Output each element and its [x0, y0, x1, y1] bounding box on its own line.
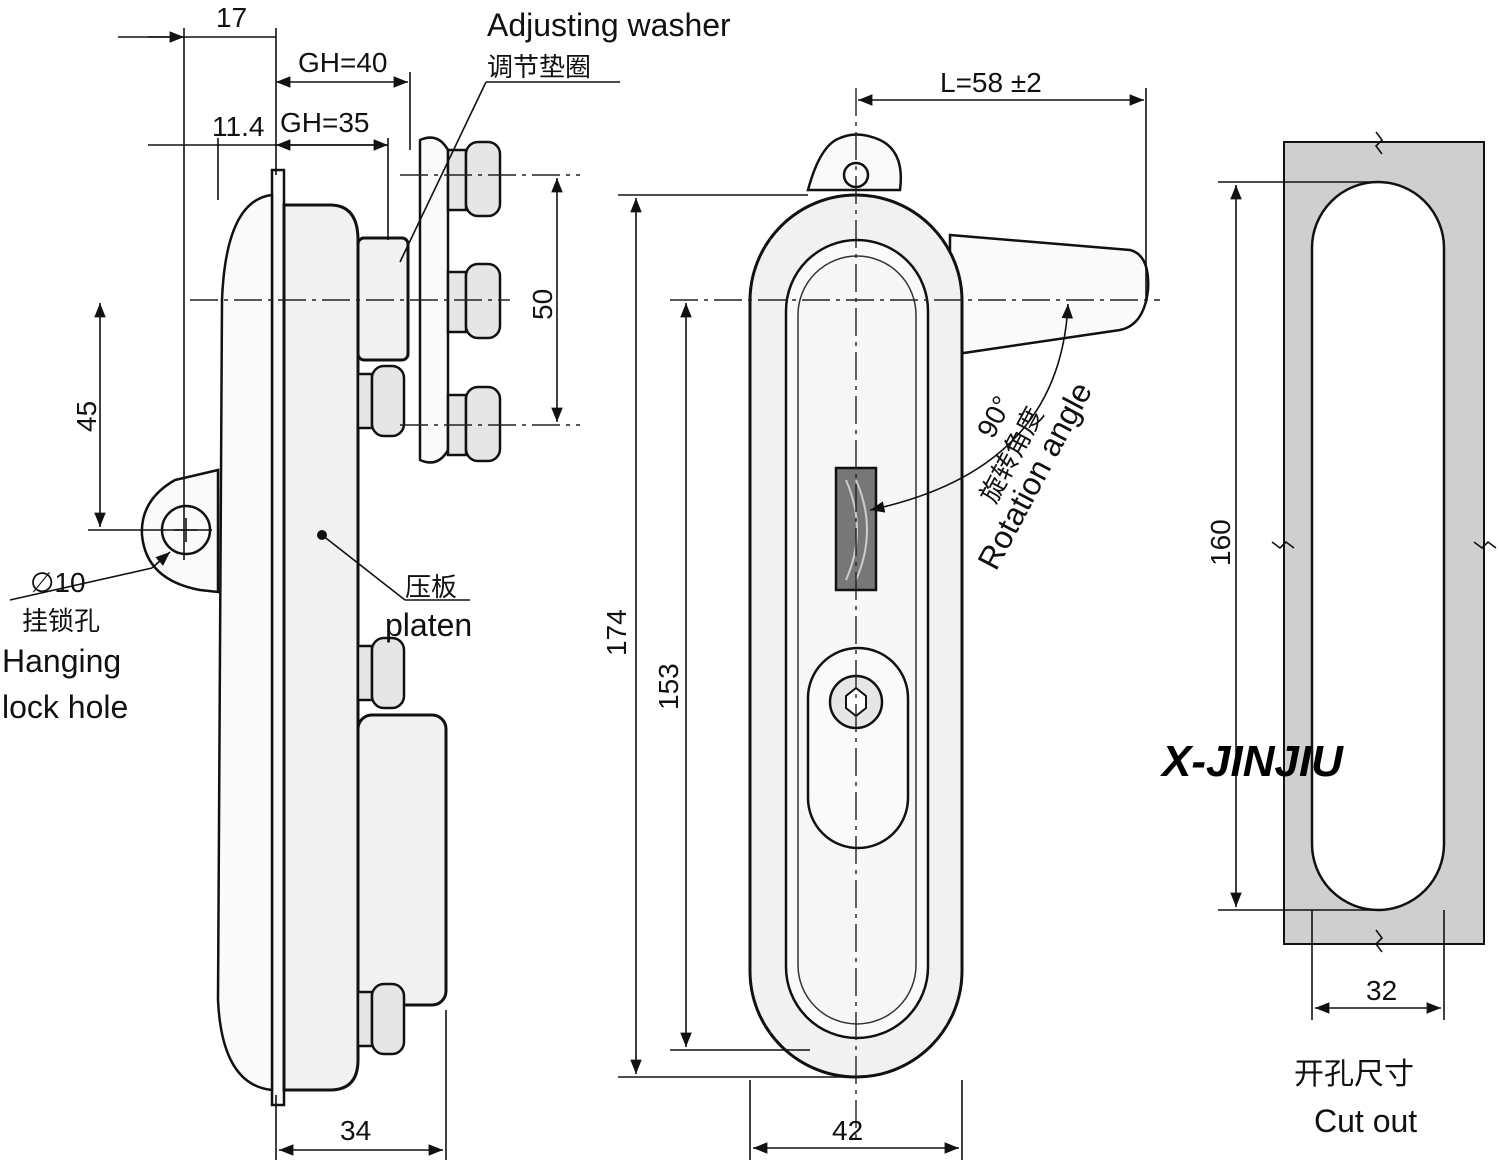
lock-housing	[356, 713, 448, 1007]
body-screw-1	[356, 364, 406, 438]
plate-screw-middle	[446, 262, 502, 340]
front-view	[748, 133, 1150, 1079]
cutout-view-text: 160 32 开孔尺寸 Cut out	[1205, 519, 1417, 1139]
flange-plate	[270, 168, 286, 1107]
label-cutout: Cut out	[1314, 1103, 1417, 1139]
rotating-lever	[948, 233, 1150, 357]
dim-32: 32	[1366, 975, 1397, 1006]
dim-153: 153	[653, 663, 684, 710]
front-view-text: L=58 ±2 174 153 42 90° 旋转角度 Rotation ang…	[601, 67, 1099, 1146]
dim-50: 50	[527, 289, 558, 320]
handle-face	[797, 255, 917, 1025]
dim-174: 174	[601, 609, 632, 656]
dim-11-4: 11.4	[212, 111, 264, 142]
dim-17: 17	[216, 2, 247, 33]
plate-screw-bottom	[446, 385, 502, 463]
label-hanging: Hanging	[2, 643, 121, 679]
label-adjusting-washer-cn: 调节垫圈	[487, 53, 591, 83]
cutout-slot	[1310, 180, 1446, 912]
body-screw-3	[356, 982, 406, 1056]
side-view-text: 17 GH=40 11.4 GH=35 50 45 34 Adjusting w…	[2, 2, 731, 1146]
brand-watermark: X-JINJIU	[1159, 737, 1344, 786]
cutout-view	[1218, 131, 1497, 1020]
label-cutout-cn: 开孔尺寸	[1294, 1057, 1414, 1092]
body-screw-2	[356, 636, 406, 710]
side-view	[140, 136, 502, 1107]
label-platen: platen	[385, 607, 472, 643]
label-adjusting-washer: Adjusting washer	[487, 7, 731, 43]
front-view-dimensions	[618, 88, 1160, 1160]
label-hole-diameter: ∅10	[30, 567, 86, 598]
dim-gh35: GH=35	[280, 107, 370, 138]
dim-160: 160	[1205, 519, 1236, 566]
side-view-dimensions	[9, 28, 620, 1160]
handle-body-back	[216, 193, 274, 1092]
label-platen-cn: 压板	[405, 573, 457, 603]
dim-34: 34	[340, 1115, 371, 1146]
dim-42: 42	[832, 1115, 863, 1146]
label-hole-cn: 挂锁孔	[22, 607, 100, 637]
plate-screw-top	[446, 140, 502, 218]
dim-gh40: GH=40	[298, 47, 388, 78]
label-lock-hole: lock hole	[2, 689, 128, 725]
dim-l58: L=58 ±2	[940, 67, 1042, 98]
dim-45: 45	[71, 401, 102, 432]
handle-body-side	[282, 203, 360, 1092]
cam-shaft	[356, 236, 410, 362]
